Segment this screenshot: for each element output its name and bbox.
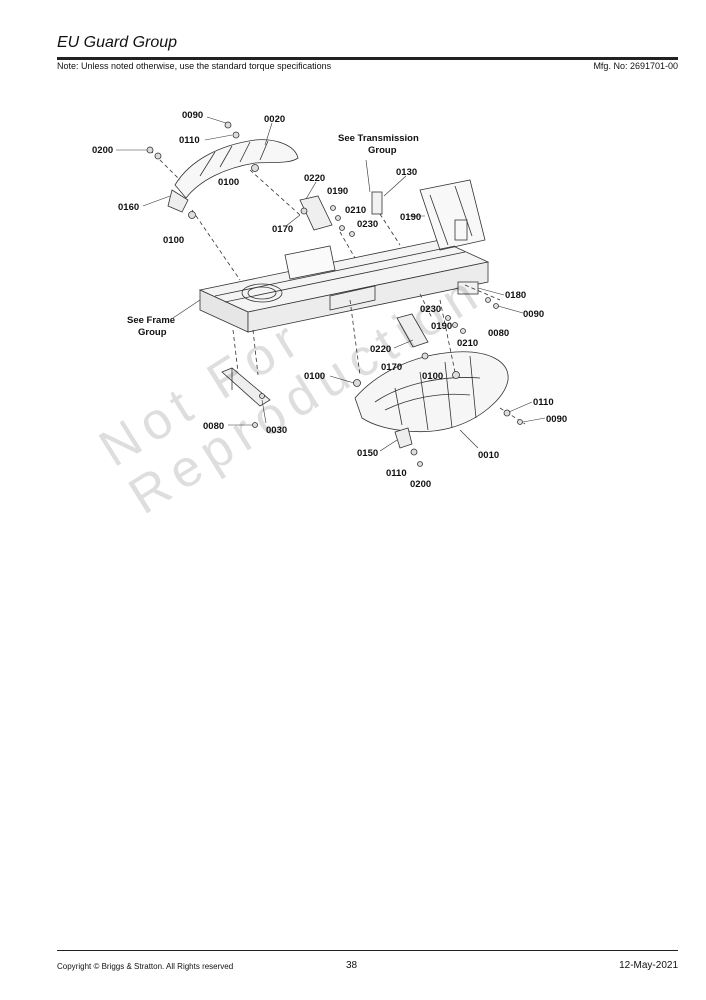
torque-note: Note: Unless noted otherwise, use the st… (57, 61, 332, 71)
exploded-parts-diagram: 0090 0020 0110 0200 0100 0160 0100 See T… (92, 110, 567, 490)
see-transmission-line1: See Transmission (338, 133, 419, 144)
callout-0080-a: 0080 (488, 328, 509, 339)
callout-0230-a: 0230 (357, 219, 378, 230)
callout-0170-b: 0170 (381, 362, 402, 373)
lower-guard-0010 (354, 351, 509, 433)
callout-0220-a: 0220 (304, 173, 325, 184)
frame-assembly (198, 179, 490, 333)
callout-0110-a: 0110 (179, 135, 200, 146)
copyright: Copyright © Briggs & Stratton. All Right… (57, 962, 234, 971)
header-rule (57, 57, 678, 60)
callout-0210-a: 0210 (345, 205, 366, 216)
callout-0190-a: 0190 (327, 186, 348, 197)
callout-0160: 0160 (118, 202, 139, 213)
bracket-0220-lower (396, 313, 429, 348)
callout-0100-b: 0100 (163, 235, 184, 246)
callout-0150: 0150 (357, 448, 378, 459)
callout-0190-c: 0190 (431, 321, 452, 332)
callout-0110-c: 0110 (386, 468, 407, 479)
callout-0180: 0180 (505, 290, 526, 301)
callout-0170-a: 0170 (272, 224, 293, 235)
bracket-0220-upper (299, 195, 333, 231)
callout-0100-a: 0100 (218, 177, 239, 188)
see-frame-line1: See Frame (127, 315, 175, 326)
callout-0090-b: 0090 (523, 309, 544, 320)
callout-0020: 0020 (264, 114, 285, 125)
callout-0080-b: 0080 (203, 421, 224, 432)
callout-0030: 0030 (266, 425, 287, 436)
callout-0200-a: 0200 (92, 145, 113, 156)
page-title: EU Guard Group (57, 34, 178, 51)
callout-0090-a: 0090 (182, 110, 203, 121)
see-transmission-line2: Group (368, 145, 397, 156)
publish-date: 12-May-2021 (619, 960, 678, 971)
callout-0210-b: 0210 (457, 338, 478, 349)
callout-0100-c: 0100 (304, 371, 325, 382)
callout-0220-b: 0220 (370, 344, 391, 355)
see-frame-line2: Group (138, 327, 167, 338)
callout-0100-d: 0100 (422, 371, 443, 382)
callout-0090-c: 0090 (546, 414, 567, 425)
callout-0230-b: 0230 (420, 304, 441, 315)
footer-rule (57, 950, 678, 951)
callout-0190-b: 0190 (400, 212, 421, 223)
page-number: 38 (346, 960, 358, 971)
bracket-0080 (221, 367, 271, 407)
callout-0200-b: 0200 (410, 479, 431, 490)
callout-0110-b: 0110 (533, 397, 554, 408)
callout-0010: 0010 (478, 450, 499, 461)
mfg-number: Mfg. No: 2691701-00 (593, 61, 678, 71)
upper-guard-0020 (167, 139, 299, 213)
callout-0130: 0130 (396, 167, 417, 178)
